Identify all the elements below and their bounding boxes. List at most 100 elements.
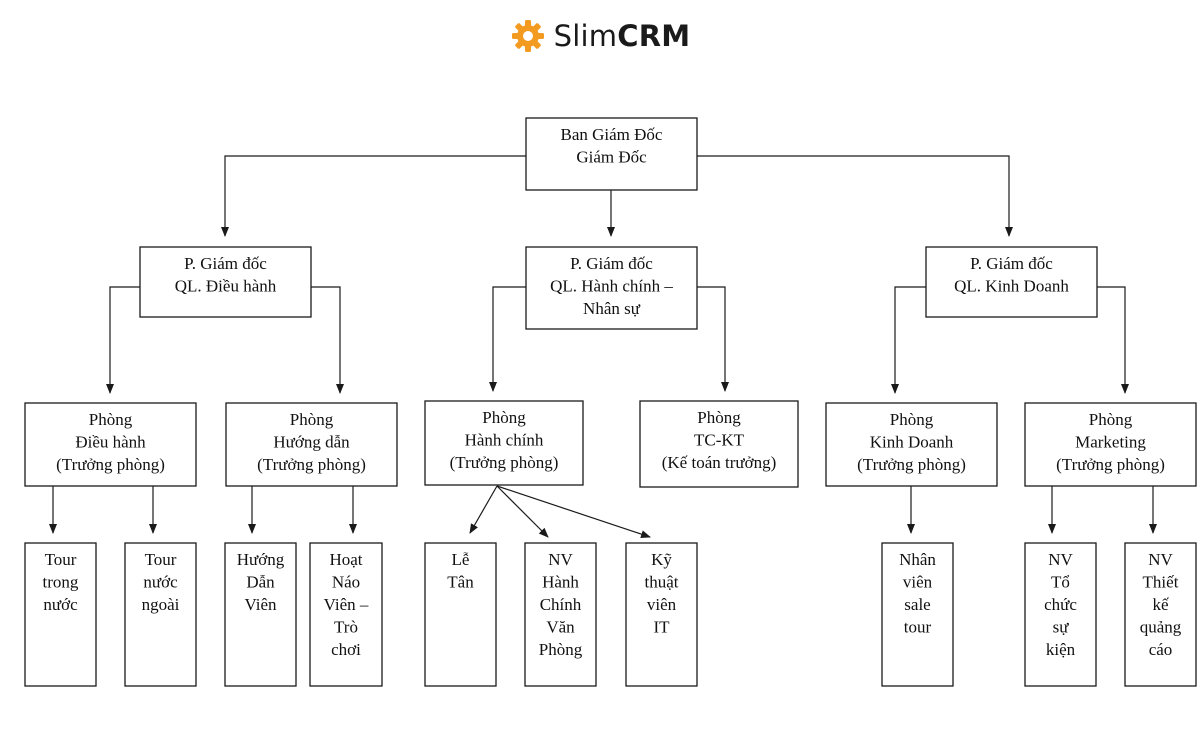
- node-label-line: P. Giám đốc: [184, 254, 267, 273]
- node-label-line: kiện: [1046, 640, 1076, 659]
- node-label-line: chức: [1044, 595, 1077, 614]
- node-label-line: Dẫn: [246, 573, 275, 592]
- node-label-line: ngoài: [142, 595, 180, 614]
- node-label-line: Nhân sự: [583, 299, 641, 318]
- node-label-line: Viên –: [324, 595, 369, 614]
- node-box: [139, 246, 312, 318]
- node-label-line: Hành chính: [465, 431, 544, 450]
- node-event-staff: NV Tổ chức sự kiện: [1024, 542, 1097, 687]
- node-box: [24, 542, 97, 687]
- node-label-line: Náo: [332, 573, 360, 592]
- node-label-line: NV: [1148, 550, 1173, 569]
- connector-ceo-to-vp_sales: [697, 155, 1013, 237]
- node-label-line: cáo: [1149, 640, 1173, 659]
- node-label-line: Chính: [540, 595, 582, 614]
- node-box: [525, 117, 698, 191]
- node-box: [925, 246, 1098, 318]
- node-label-line: Phòng: [1089, 410, 1133, 429]
- node-label-line: Điều hành: [75, 433, 146, 452]
- node-label-line: Lễ: [452, 550, 470, 569]
- connector-dept_admin-to-office_staff: [496, 485, 549, 538]
- node-box: [424, 542, 497, 687]
- node-label-line: Hướng: [237, 550, 285, 569]
- node-box: [24, 402, 197, 487]
- node-label-line: Phòng: [539, 640, 583, 659]
- node-box: [309, 542, 383, 687]
- node-label-line: Phòng: [697, 408, 741, 427]
- connector-vp_ops-to-dept_guide: [311, 286, 344, 394]
- node-label-line: Kỹ: [651, 550, 672, 569]
- node-label-line: (Trưởng phòng): [1056, 455, 1165, 474]
- node-label-line: kế: [1152, 595, 1169, 614]
- node-label-line: Tổ: [1051, 573, 1070, 592]
- brand-logo: SlimCRM: [0, 14, 1200, 58]
- node-label-line: sale: [904, 595, 930, 614]
- connector-vp_admin-to-dept_admin: [489, 286, 526, 392]
- node-label-line: Hành: [542, 573, 579, 592]
- node-box: [1024, 542, 1097, 687]
- node-label-line: Văn: [546, 618, 575, 637]
- node-box: [1124, 542, 1197, 687]
- node-label-line: QL. Hành chính –: [550, 277, 673, 296]
- node-box: [525, 246, 698, 330]
- node-label-line: (Trưởng phòng): [857, 455, 966, 474]
- node-label-line: quảng: [1140, 618, 1182, 637]
- node-label-line: nước: [143, 573, 178, 592]
- node-label-line: Thiết: [1143, 573, 1179, 592]
- node-label-line: sự: [1053, 618, 1070, 637]
- node-label-line: (Trưởng phòng): [257, 455, 366, 474]
- node-box: [825, 402, 998, 487]
- node-label-line: (Trưởng phòng): [450, 453, 559, 472]
- node-box: [424, 400, 584, 486]
- connector-vp_ops-to-dept_ops: [106, 286, 140, 394]
- node-label-line: Phòng: [89, 410, 133, 429]
- node-label-line: Phòng: [482, 408, 526, 427]
- node-label-line: Tour: [145, 550, 177, 569]
- connector-dept_admin-to-reception: [469, 485, 498, 534]
- node-tour-foreign: Tour nước ngoài: [124, 542, 197, 687]
- connector-dept_admin-to-it_tech: [496, 485, 651, 538]
- connector-vp_admin-to-dept_finance: [697, 286, 729, 392]
- node-label-line: QL. Điều hành: [175, 277, 277, 296]
- node-label-line: Phòng: [290, 410, 334, 429]
- node-box: [625, 542, 698, 687]
- node-label-line: Phòng: [890, 410, 934, 429]
- node-label-line: P. Giám đốc: [970, 254, 1053, 273]
- node-label-line: Tour: [45, 550, 77, 569]
- node-label-line: Kinh Doanh: [870, 433, 954, 452]
- node-label-line: P. Giám đốc: [570, 254, 653, 273]
- node-box: [881, 542, 954, 687]
- node-label-line: trong: [43, 573, 79, 592]
- connector-vp_sales-to-dept_sales: [891, 286, 926, 394]
- node-label-line: Giám Đốc: [576, 148, 647, 167]
- gear-icon: [511, 20, 544, 52]
- node-label-line: Ban Giám Đốc: [561, 125, 663, 144]
- node-label-line: NV: [1048, 550, 1073, 569]
- node-label-line: QL. Kinh Doanh: [954, 277, 1069, 296]
- node-label-line: tour: [904, 618, 932, 637]
- connector-ceo-to-vp_ops: [221, 155, 526, 237]
- node-label-line: (Kế toán trưởng): [662, 453, 777, 472]
- node-label-line: Tân: [447, 573, 474, 592]
- node-label-line: Viên: [244, 595, 277, 614]
- node-ad-designer: NV Thiết kế quảng cáo: [1124, 542, 1197, 687]
- node-label-line: chơi: [331, 640, 361, 659]
- node-label-line: viên: [903, 573, 933, 592]
- node-label-line: thuật: [645, 573, 679, 592]
- node-label-line: Trò: [334, 618, 358, 637]
- node-label-line: NV: [548, 550, 573, 569]
- node-box: [124, 542, 197, 687]
